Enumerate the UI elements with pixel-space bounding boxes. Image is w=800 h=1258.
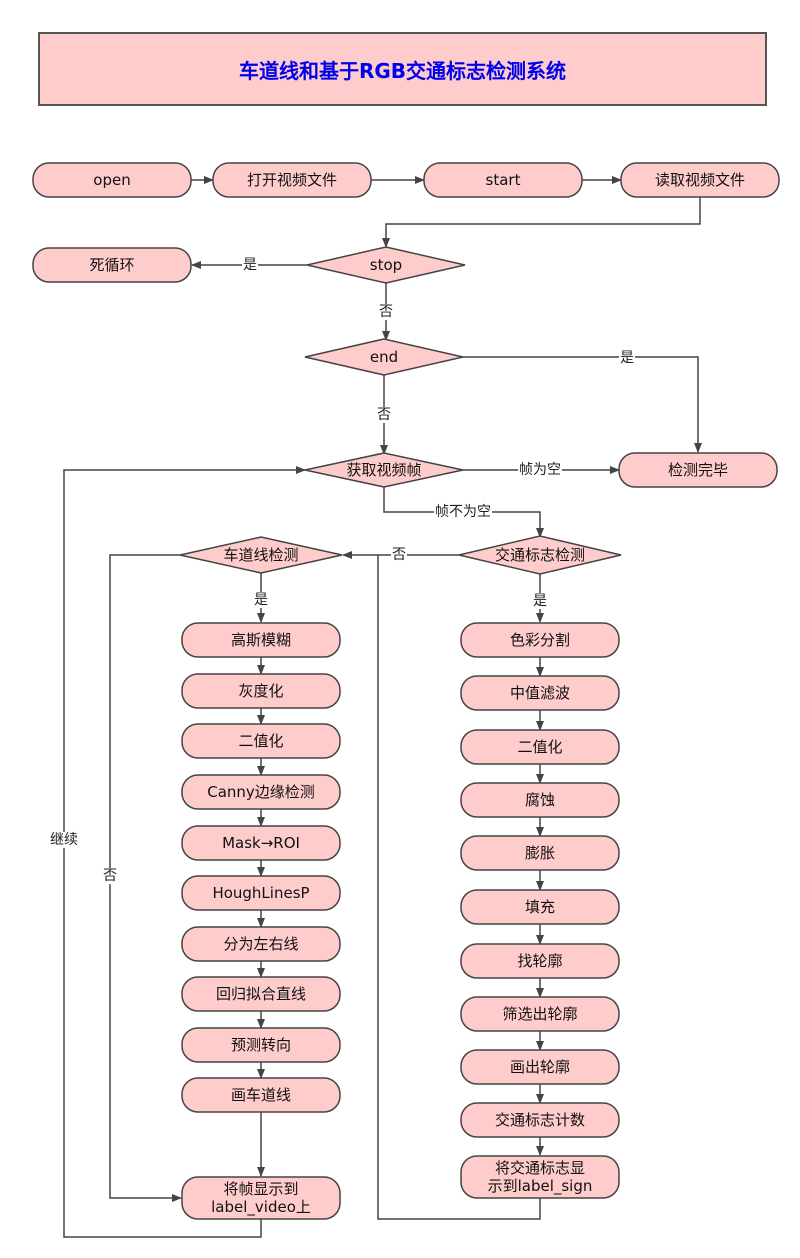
label-frame-not-empty: 帧不为空 [434,504,492,520]
sign-step-9-label: 画出轮廓 [510,1058,570,1076]
decision-end-label: end [370,348,398,366]
label-frame-empty: 帧为空 [518,462,562,478]
lane-step-2-label: 灰度化 [238,682,283,700]
decision-lane-detect: 车道线检测 [179,536,343,574]
label-end-yes: 是 [619,350,635,366]
edge-readfile-to-stop [382,197,701,248]
node-start: start [423,162,583,198]
node-open-label: open [93,171,130,189]
sign-step-4: 腐蚀 [460,782,620,818]
edge-lane-no [109,554,182,1202]
node-infinite-loop: 死循环 [32,247,192,283]
decision-sign-detect: 交通标志检测 [458,535,622,575]
lane-step-9-label: 预测转向 [231,1036,291,1054]
sign-step-10: 交通标志计数 [460,1102,620,1138]
sign-step-3: 二值化 [460,729,620,765]
sign-step-4-label: 腐蚀 [525,791,555,809]
sign-step-5: 膨胀 [460,835,620,871]
lane-step-2: 灰度化 [181,673,341,709]
node-read-file: 读取视频文件 [620,162,780,198]
label-lane-yes: 是 [253,592,269,608]
node-sign-display: 将交通标志显示到label_sign [460,1155,620,1199]
lane-step-7: 分为左右线 [181,926,341,962]
title-banner: 车道线和基于RGB交通标志检测系统 [38,32,767,106]
edge-end-yes [463,356,702,453]
sign-step-2: 中值滤波 [460,675,620,711]
label-stop-yes: 是 [242,257,258,273]
lane-step-8-label: 回归拟合直线 [216,985,306,1003]
decision-end: end [304,338,464,376]
lane-step-6: HoughLinesP [181,875,341,911]
edge-continue [63,466,306,1238]
label-continue: 继续 [49,832,79,848]
lane-step-1-label: 高斯模糊 [231,631,291,649]
lane-step-3: 二值化 [181,723,341,759]
sign-step-3-label: 二值化 [517,738,562,756]
lane-step-10: 画车道线 [181,1077,341,1113]
lane-step-4-label: Canny边缘检测 [207,783,315,801]
label-sign-yes: 是 [532,593,548,609]
node-detection-done: 检测完毕 [618,452,778,488]
node-open-file: 打开视频文件 [212,162,372,198]
label-sign-no: 否 [391,547,407,563]
lane-step-6-label: HoughLinesP [212,884,309,902]
node-open: open [32,162,192,198]
label-stop-no: 否 [378,304,394,320]
lane-step-3-label: 二值化 [238,732,283,750]
decision-sign-detect-label: 交通标志检测 [495,546,585,564]
sign-step-7-label: 找轮廓 [517,952,562,970]
decision-lane-detect-label: 车道线检测 [223,546,298,564]
edge-sign-loop [377,555,541,1220]
lane-step-9: 预测转向 [181,1027,341,1063]
node-detection-done-label: 检测完毕 [668,461,728,479]
decision-stop-label: stop [370,256,402,274]
node-read-file-label: 读取视频文件 [655,171,745,189]
lane-step-10-label: 画车道线 [231,1086,291,1104]
sign-step-8: 筛选出轮廓 [460,996,620,1032]
label-end-no: 否 [376,407,392,423]
sign-step-8-label: 筛选出轮廓 [502,1005,577,1023]
sign-step-1: 色彩分割 [460,622,620,658]
lane-step-8: 回归拟合直线 [181,976,341,1012]
lane-step-5: Mask→ROI [181,825,341,861]
sign-step-6-label: 填充 [525,898,555,916]
sign-step-10-label: 交通标志计数 [495,1111,585,1129]
sign-step-6: 填充 [460,889,620,925]
decision-stop: stop [306,246,466,284]
sign-step-2-label: 中值滤波 [510,684,570,702]
decision-get-frame-label: 获取视频帧 [346,461,421,479]
node-open-file-label: 打开视频文件 [247,171,337,189]
diagram-title: 车道线和基于RGB交通标志检测系统 [238,58,567,83]
sign-step-1-label: 色彩分割 [510,631,570,649]
lane-step-4: Canny边缘检测 [181,774,341,810]
lane-step-1: 高斯模糊 [181,622,341,658]
lane-step-5-label: Mask→ROI [222,834,300,852]
sign-step-9: 画出轮廓 [460,1049,620,1085]
label-lane-no: 否 [102,868,118,884]
decision-get-frame: 获取视频帧 [304,452,464,488]
sign-step-5-label: 膨胀 [525,844,555,862]
sign-step-7: 找轮廓 [460,943,620,979]
node-infinite-loop-label: 死循环 [89,256,134,274]
node-sign-display-label: 将交通标志显示到label_sign [488,1159,593,1196]
node-start-label: start [486,171,521,189]
lane-step-7-label: 分为左右线 [223,935,298,953]
